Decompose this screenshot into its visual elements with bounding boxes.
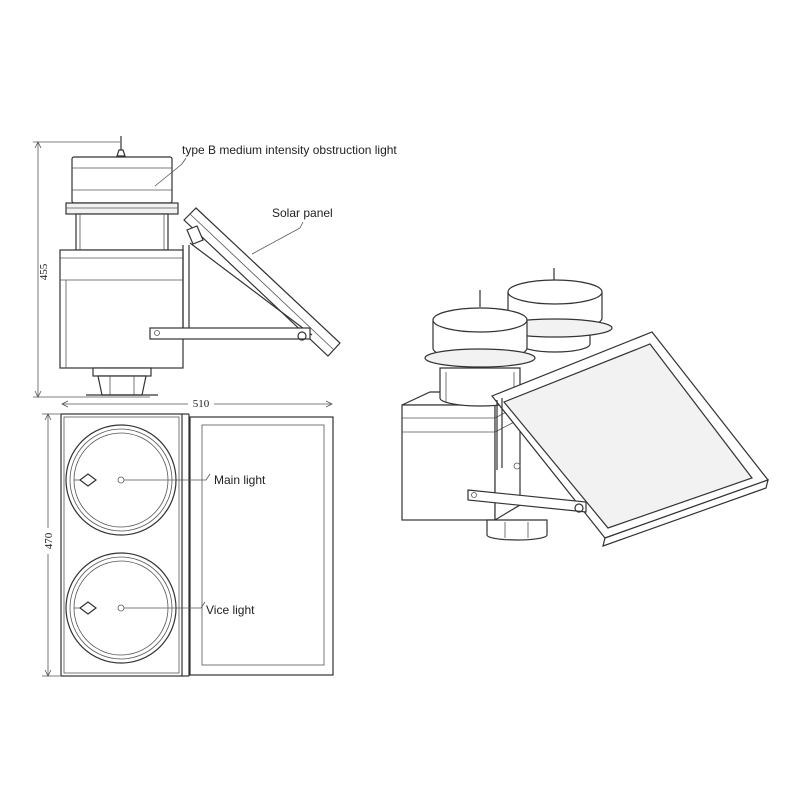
obstruction-light-side [65,136,179,251]
label-obstruction-light: type B medium intensity obstruction ligh… [182,143,397,157]
isometric-view [401,268,769,547]
dimension-510: 510 [61,396,333,410]
label-vice-light: Vice light [206,603,255,617]
side-view: 455 [33,136,341,398]
solar-panel-top [189,416,334,676]
dimension-label-470: 470 [43,532,55,549]
solar-panel-iso [467,331,769,547]
annotations: type B medium intensity obstruction ligh… [124,143,397,617]
label-main-light: Main light [214,473,266,487]
rear-light-iso [497,268,613,353]
dimension-label-510: 510 [193,398,210,410]
solar-panel-side [149,207,341,357]
battery-box-side [59,249,184,396]
top-view: 510 470 [41,396,334,677]
dimension-455: 455 [33,141,150,398]
front-light-iso [424,290,536,407]
light-housing-top [60,413,183,677]
dimension-label-455: 455 [38,263,50,280]
dimension-470: 470 [41,413,60,677]
label-solar-panel: Solar panel [272,206,333,220]
